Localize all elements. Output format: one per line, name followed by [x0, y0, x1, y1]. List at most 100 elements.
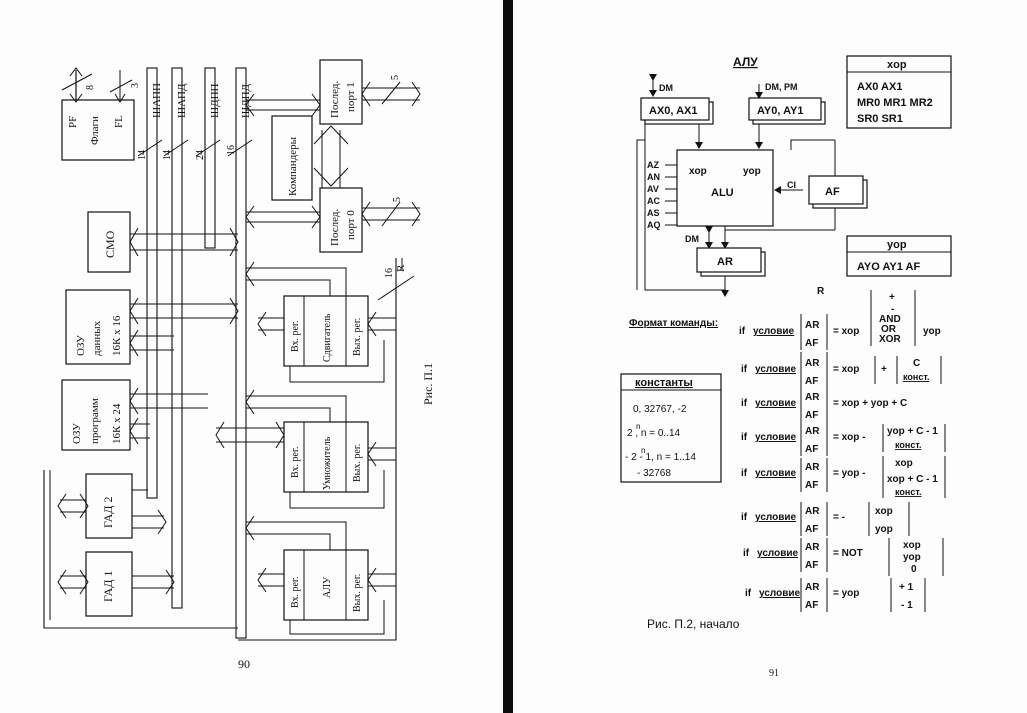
instr5-opt-1: xop — [895, 458, 913, 469]
multiplier-in-reg: Вх. рег. — [290, 447, 301, 478]
instr2-if: if — [741, 364, 748, 375]
ram-data-line2: данных — [91, 320, 103, 356]
instr2-plus: + — [881, 364, 887, 375]
right-page: АЛУ DM AX0, AX1 DM, PM AY0, AY1 xop yop … — [513, 0, 1027, 713]
instr4-cond: условие — [755, 432, 796, 443]
flags-block: PF Флаги FL 8 3 — [61, 67, 141, 161]
alu-title: АЛУ — [733, 55, 758, 69]
instr4-opt-1: yop + C - 1 — [887, 426, 938, 437]
serial-port0-line2: порт 0 — [345, 210, 357, 240]
instr3-expr: = xop + yop + C — [833, 398, 907, 409]
constants-box: константы 0, 32767, -2 2 , n = 0..14 n -… — [620, 373, 722, 483]
bus-shapp — [146, 67, 158, 499]
instr1-opt-and: AND — [879, 314, 901, 325]
ram-program-line3: 16К х 24 — [111, 403, 123, 444]
bus-name-1: ШАПП — [151, 83, 163, 118]
instruction-8: if условие AR AF = yop + 1 - 1 — [745, 578, 926, 612]
instr5-af: AF — [805, 480, 818, 491]
shifter-label: Сдвигатель — [322, 313, 333, 362]
instr1-tail: yop — [923, 326, 941, 337]
instr8-ar: AR — [805, 582, 820, 593]
bus-name-2: ШАПД — [176, 83, 188, 118]
instr3-af: AF — [805, 410, 818, 421]
instr5-ar: AR — [805, 462, 820, 473]
instruction-6: if условие AR AF = - xop yop — [741, 502, 910, 536]
instr2-cond: условие — [755, 364, 796, 375]
alu-yop-label: yop — [743, 166, 761, 177]
instr4-expr: = xop - — [833, 432, 866, 443]
xop-box-row-1: AX0 AX1 — [857, 81, 902, 93]
serial-port0-block: Послед. порт 0 5 — [245, 125, 421, 253]
instr3-if: if — [741, 398, 748, 409]
ram-data-block: ОЗУ данных 16К х 16 — [65, 289, 239, 365]
instr5-opt-2: xop + C - 1 — [887, 474, 938, 485]
instr5-cond: условие — [755, 468, 796, 479]
r-bus-label: R — [395, 264, 407, 272]
book-spine — [503, 0, 513, 713]
flag-an: AN — [647, 172, 660, 182]
cmo-label: СМО — [103, 230, 117, 258]
xop-sources-box: xop AX0 AX1 MR0 MR1 MR2 SR0 SR1 — [846, 55, 952, 129]
ar-register-label: AR — [717, 256, 733, 268]
instr6-if: if — [741, 512, 748, 523]
instr1-af: AF — [805, 338, 818, 349]
ram-program-block: ОЗУ программ 16К х 24 — [61, 379, 208, 451]
yop-sources-box: yop AYO AY1 AF — [846, 235, 952, 277]
constants-line2: 2 , n = 0..14 — [627, 428, 681, 439]
instr5-opt-const: конст. — [895, 487, 921, 497]
instr3-cond: условие — [755, 398, 796, 409]
instr4-ar: AR — [805, 426, 820, 437]
flags-fl-label: FL — [113, 115, 125, 128]
flags-bits-8: 8 — [85, 85, 96, 90]
instr1-expr: = xop — [833, 326, 859, 337]
alu-core-label: ALU — [711, 187, 734, 199]
ay-register-label: AY0, AY1 — [757, 105, 803, 117]
bus-shdpp — [204, 67, 216, 249]
alu-label: АЛУ — [322, 576, 333, 598]
instr8-opt-1: + 1 — [899, 582, 914, 593]
instr2-opt-const: конст. — [903, 372, 929, 382]
gad2-block: ГАД 2 — [57, 473, 167, 539]
instruction-1: if условие AR AF = xop + - AND OR XOR yo… — [739, 290, 941, 350]
instr7-if: if — [743, 548, 750, 559]
instr2-expr: = xop — [833, 364, 859, 375]
bus-name-4: ШДПД — [240, 83, 252, 118]
flags-title: Флаги — [89, 116, 101, 145]
instruction-7: if условие AR AF = NOT xop yop 0 — [743, 538, 944, 576]
gad2-label: ГАД 2 — [101, 497, 115, 528]
cmo-block: СМО — [87, 211, 239, 273]
serial-port1-line2: порт 1 — [345, 82, 357, 112]
instr2-af: AF — [805, 376, 818, 387]
ay-dm-pm-label: DM, PM — [765, 82, 798, 92]
ax-register-block: DM AX0, AX1 — [640, 74, 714, 149]
serial-port1-line1: Послед. — [329, 81, 341, 118]
r-bus-bits: 16 — [384, 268, 395, 278]
bus-bits-3: 24 — [195, 150, 206, 160]
multiplier-out-reg: Вых. рег. — [352, 444, 363, 482]
alu-core-block: xop yop ALU CI — [676, 149, 803, 227]
figure-caption-p1: Рис. П.1 — [421, 363, 435, 405]
alu-xop-label: xop — [689, 166, 707, 177]
flag-ac: AC — [647, 196, 660, 206]
bus-group: ШАПП ШАПД ШДПП ШДПД 14 14 24 16 — [137, 67, 253, 639]
instr8-af: AF — [805, 600, 818, 611]
ar-dm-label: DM — [685, 234, 699, 244]
instr4-af: AF — [805, 444, 818, 455]
instruction-3: if условие AR AF = xop + yop + C — [741, 388, 907, 422]
shifter-block: Вх. рег. Сдвигатель Вых. рег. — [245, 261, 396, 383]
instr6-cond: условие — [755, 512, 796, 523]
alu-diagram: АЛУ DM AX0, AX1 DM, PM AY0, AY1 xop yop … — [620, 55, 952, 679]
bus-shdpd — [235, 67, 247, 639]
bus-bits-2: 14 — [162, 150, 173, 160]
alu-out-reg: Вых. рег. — [352, 574, 363, 612]
af-register-block: AF — [725, 139, 868, 231]
ay-register-block: DM, PM AY0, AY1 — [748, 82, 826, 149]
alu-block: Вх. рег. АЛУ Вых. рег. — [245, 515, 396, 635]
instr7-af: AF — [805, 560, 818, 571]
af-register-label: AF — [825, 186, 840, 198]
flags-bits-3: 3 — [130, 83, 141, 88]
instruction-4: if условие AR AF = xop - yop + C - 1 кон… — [741, 422, 946, 456]
instr6-expr: = - — [833, 512, 845, 523]
instr7-ar: AR — [805, 542, 820, 553]
instr7-opt-3: 0 — [911, 564, 917, 575]
